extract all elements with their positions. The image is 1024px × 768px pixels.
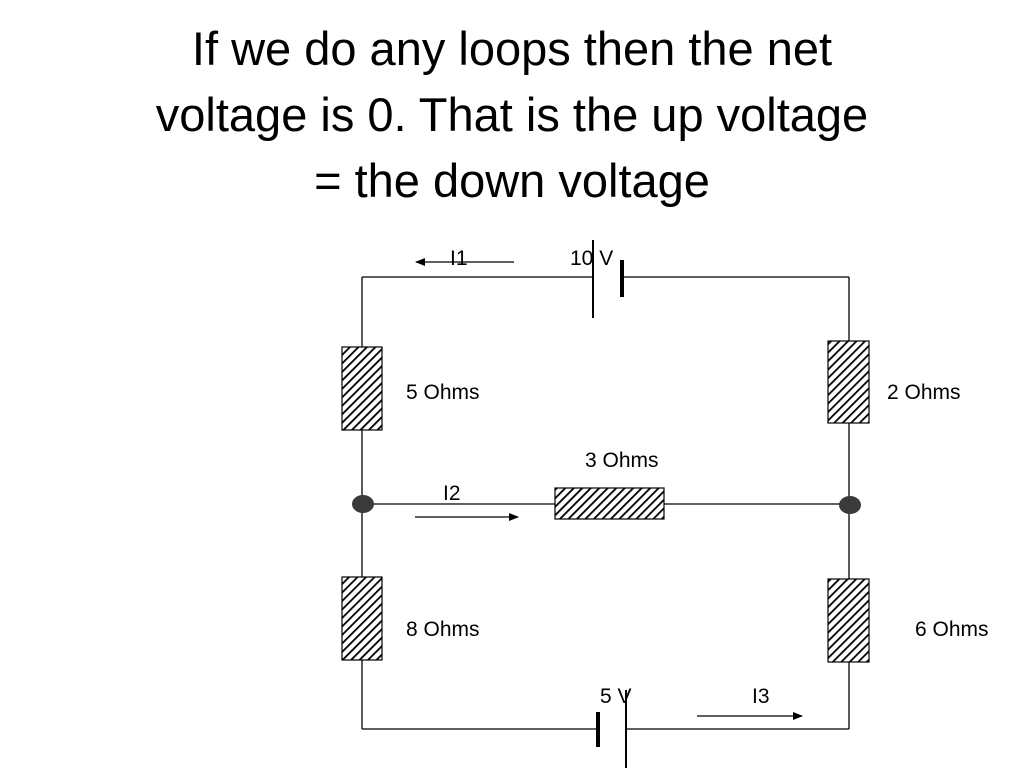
junction-right: [839, 496, 861, 514]
battery-top: [592, 240, 624, 318]
junction-left: [352, 495, 374, 513]
label-battery-bottom: 5 V: [600, 685, 632, 708]
title-line-2: voltage is 0. That is the up voltage: [155, 88, 869, 141]
label-current-i1: I1: [450, 247, 468, 270]
label-resistor-right-top: 2 Ohms: [887, 381, 961, 404]
label-resistor-left-top: 5 Ohms: [406, 381, 480, 404]
label-battery-top: 10 V: [570, 247, 613, 270]
battery-bottom: [596, 690, 627, 768]
resistor-left-top: [341, 346, 383, 431]
resistor-left-bottom: [341, 576, 383, 661]
wires: [361, 276, 850, 730]
title-line-1: If we do any loops then the net: [191, 22, 833, 75]
resistor-middle: [554, 487, 665, 520]
label-resistor-left-bottom: 8 Ohms: [406, 618, 480, 641]
label-resistor-right-bottom: 6 Ohms: [915, 618, 989, 641]
label-current-i3: I3: [752, 685, 770, 708]
label-resistor-middle: 3 Ohms: [585, 449, 659, 472]
resistor-right-bottom: [827, 578, 870, 663]
title-line-3: = the down voltage: [314, 154, 710, 207]
resistor-right-top: [827, 340, 870, 424]
slide-title: If we do any loops then the net voltage …: [0, 16, 1024, 214]
label-current-i2: I2: [443, 482, 461, 505]
